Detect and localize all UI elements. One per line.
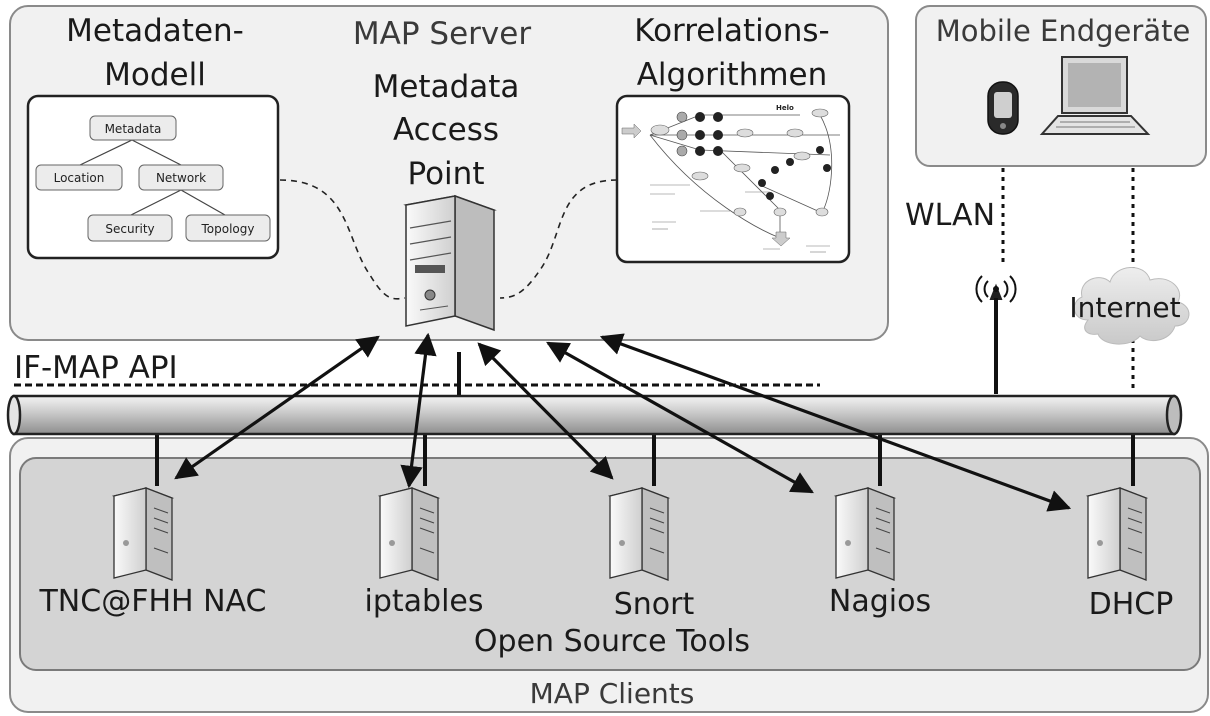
node-metadata: [89, 115, 177, 141]
open-source-tools-label: Open Source Tools: [474, 624, 750, 659]
metadata-model-box: Metadata Location Network Security Topol…: [26, 94, 280, 260]
laptop-icon: [1039, 56, 1151, 135]
client-label-nagios: Nagios: [829, 584, 931, 619]
node-metadata-label: Metadata: [105, 122, 162, 136]
algorithms-to-server-connector: [499, 179, 618, 299]
arrow-map-dhcp: [599, 333, 1072, 512]
wireless-antenna-icon: [975, 275, 1017, 394]
internet-label: Internet: [1069, 291, 1180, 324]
node-network-label: Network: [156, 171, 206, 185]
map-clients-label: MAP Clients: [530, 677, 695, 710]
node-location: [35, 164, 123, 191]
metadata-model-title-line2: Modell: [104, 57, 206, 93]
client-server-nagios-icon: [833, 487, 897, 581]
mobile-devices-title: Mobile Endgeräte: [936, 14, 1191, 48]
client-server-iptables-icon: [377, 487, 441, 581]
algorithms-thumbnail-caption: Helo: [776, 104, 794, 112]
internet-cloud-icon: [1073, 267, 1190, 345]
map-server-tower-icon: [403, 194, 497, 332]
client-label-snort: Snort: [614, 587, 695, 622]
mobile-phone-icon: [987, 81, 1019, 135]
model-to-server-connector: [279, 179, 406, 300]
algorithms-title-line1: Korrelations-: [634, 13, 829, 49]
client-label-dhcp: DHCP: [1089, 587, 1174, 622]
client-label-iptables: iptables: [365, 584, 484, 619]
client-label-tnc: TNC@FHH NAC: [38, 584, 266, 619]
node-security: [87, 214, 173, 242]
arrow-map-tnc: [174, 335, 380, 480]
if-map-bus-pipe: [6, 394, 1183, 436]
node-topology: [185, 214, 271, 242]
wlan-label: WLAN: [905, 198, 995, 233]
map-label-line1: Metadata: [373, 69, 520, 105]
map-label-line3: Point: [408, 156, 485, 192]
algorithms-thumbnail: Helo: [615, 94, 851, 264]
client-server-dhcp-icon: [1085, 487, 1149, 581]
client-server-tnc-icon: [111, 487, 175, 581]
metadata-model-title-line1: Metadaten-: [66, 13, 244, 49]
node-network: [138, 164, 224, 191]
client-server-snort-icon: [607, 487, 671, 581]
node-topology-label: Topology: [201, 222, 255, 236]
node-location-label: Location: [54, 171, 105, 185]
arrow-map-iptables: [400, 332, 437, 489]
map-label-line2: Access: [393, 112, 499, 148]
map-server-title: MAP Server: [353, 16, 531, 52]
algorithms-title-line2: Algorithmen: [637, 57, 828, 93]
if-map-api-label: IF-MAP API: [14, 350, 178, 386]
node-security-label: Security: [105, 222, 154, 236]
